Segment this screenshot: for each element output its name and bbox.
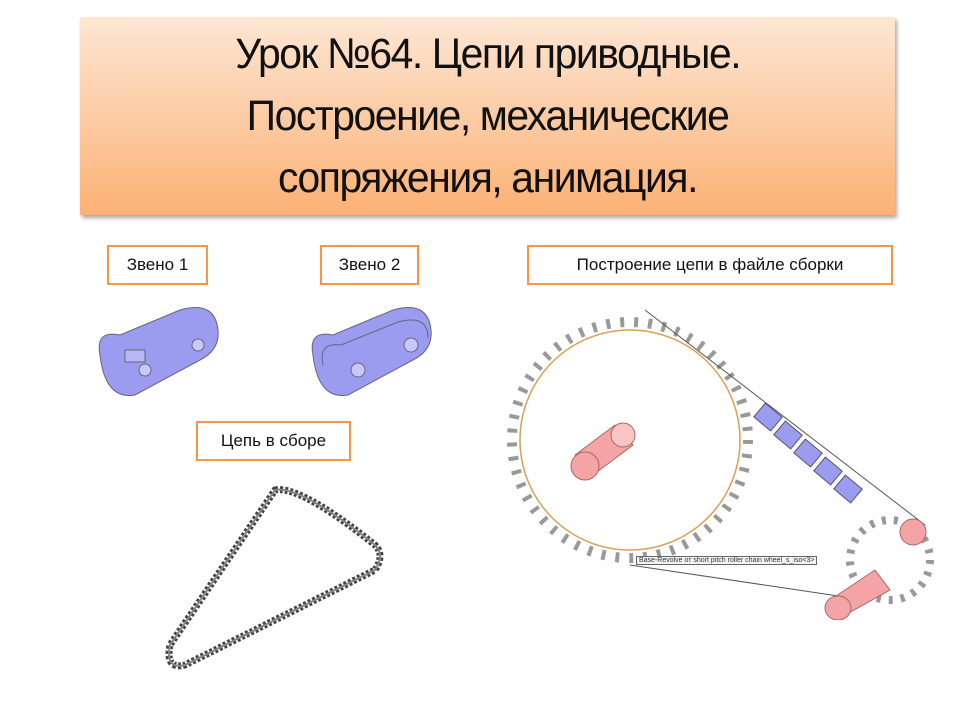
slide-title: Урок №64. Цепи приводные. Построение, ме…	[80, 17, 895, 215]
link-1-image	[98, 307, 219, 396]
title-line-2: Построение, механические	[246, 92, 730, 140]
label-link-1: Звено 1	[107, 245, 208, 285]
feature-tooltip: Base-Revolve от short pitch roller chain…	[636, 556, 818, 565]
title-line-1: Урок №64. Цепи приводные.	[235, 30, 741, 78]
label-link-2: Звено 2	[320, 245, 419, 285]
label-assembly: Построение цепи в файле сборки	[527, 245, 893, 285]
chain-assembly-image	[165, 486, 384, 670]
title-line-3: сопряжения, анимация.	[277, 154, 698, 202]
sprocket-assembly-image	[507, 309, 934, 620]
link-2-image	[311, 307, 432, 396]
label-chain: Цепь в сборе	[196, 421, 351, 461]
